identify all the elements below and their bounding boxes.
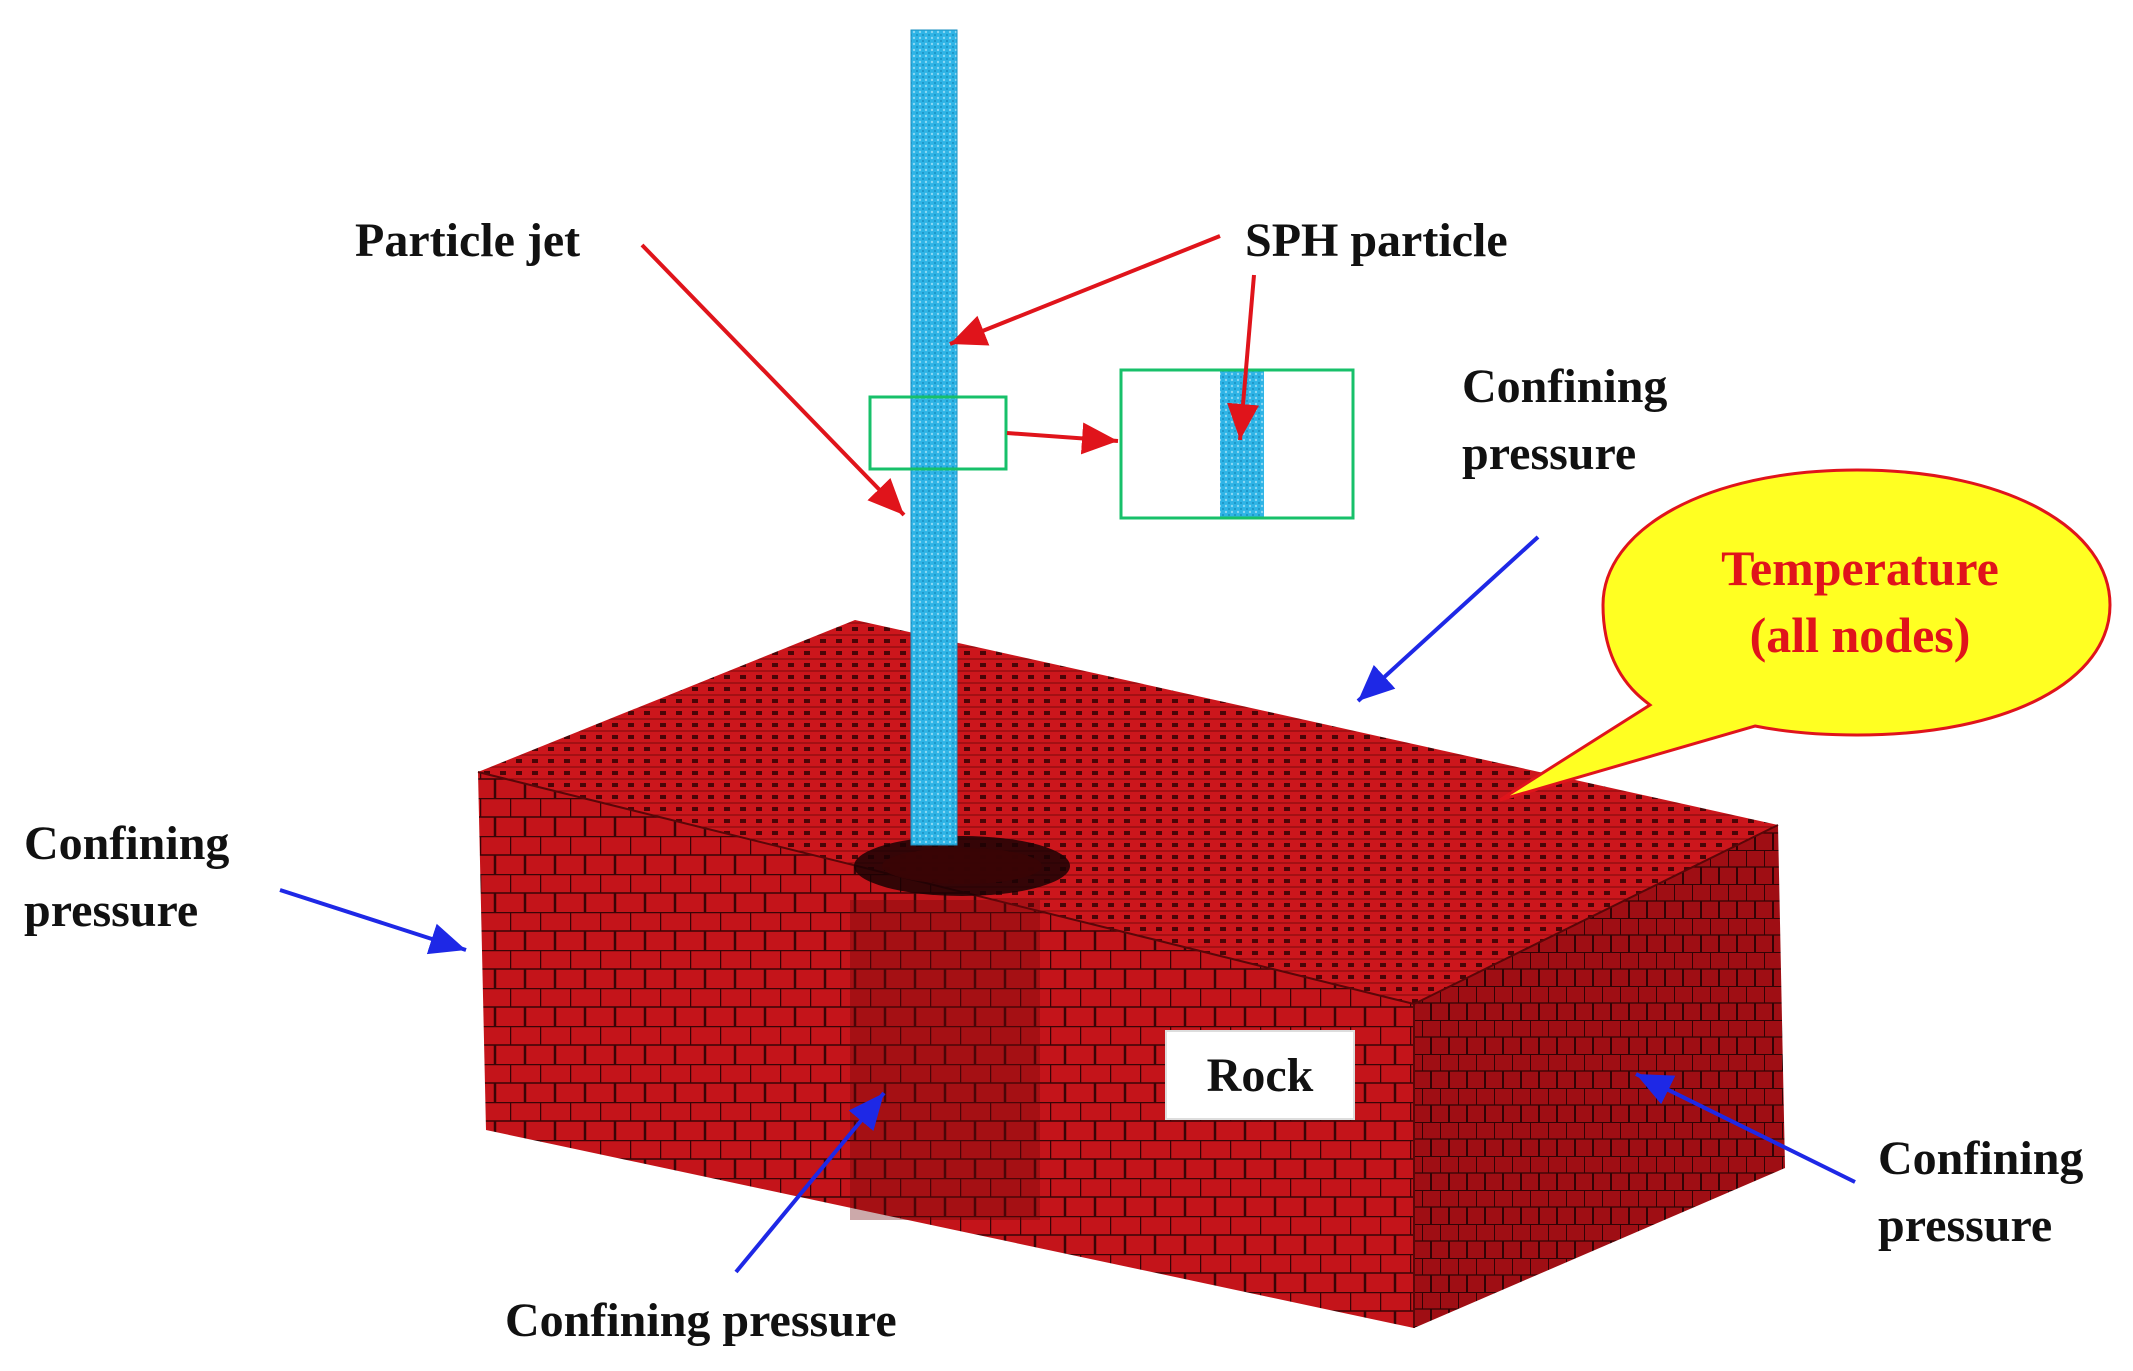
label-rock: Rock — [1165, 1030, 1355, 1120]
sph-particle-arrow-to-zoom — [1227, 274, 1259, 441]
label-confining-pressure-top-right-line1: Confining — [1462, 360, 1668, 413]
label-confining-pressure-right-line2: pressure — [1878, 1199, 2053, 1252]
zoom-link-arrow — [1006, 422, 1119, 455]
pressure-arrow-left — [279, 888, 467, 955]
rock-side-face — [1414, 825, 1785, 1328]
rock-front-face — [478, 772, 1414, 1328]
temperature-bubble — [1499, 468, 2112, 802]
label-confining-pressure-right-line1: Confining — [1878, 1132, 2084, 1185]
label-confining-pressure-top-right-line2: pressure — [1462, 427, 1637, 480]
erosion-column — [850, 900, 1040, 1220]
rock-block — [477, 620, 1785, 1328]
particle-jet-arrow — [640, 243, 906, 517]
particle-jet — [911, 30, 957, 845]
label-confining-pressure-bottom: Confining pressure — [505, 1294, 897, 1347]
label-temperature-line2: (all nodes) — [1749, 607, 1971, 663]
pressure-arrow-top — [1356, 535, 1540, 703]
zoom-detail-box — [1119, 368, 1355, 520]
label-particle-jet: Particle jet — [355, 214, 581, 267]
pressure-arrow-bottom — [734, 1091, 886, 1274]
label-confining-pressure-left-line2: pressure — [24, 884, 199, 937]
pressure-arrow-right — [1635, 1072, 1856, 1184]
label-sph-particle: SPH particle — [1245, 214, 1508, 267]
zoom-source-box — [868, 395, 1008, 471]
label-confining-pressure-left-line1: Confining — [24, 817, 230, 870]
label-temperature-line1: Temperature — [1721, 540, 1999, 596]
rock-top-face — [478, 620, 1778, 1004]
sph-particle-arrow-to-jet — [949, 234, 1221, 346]
